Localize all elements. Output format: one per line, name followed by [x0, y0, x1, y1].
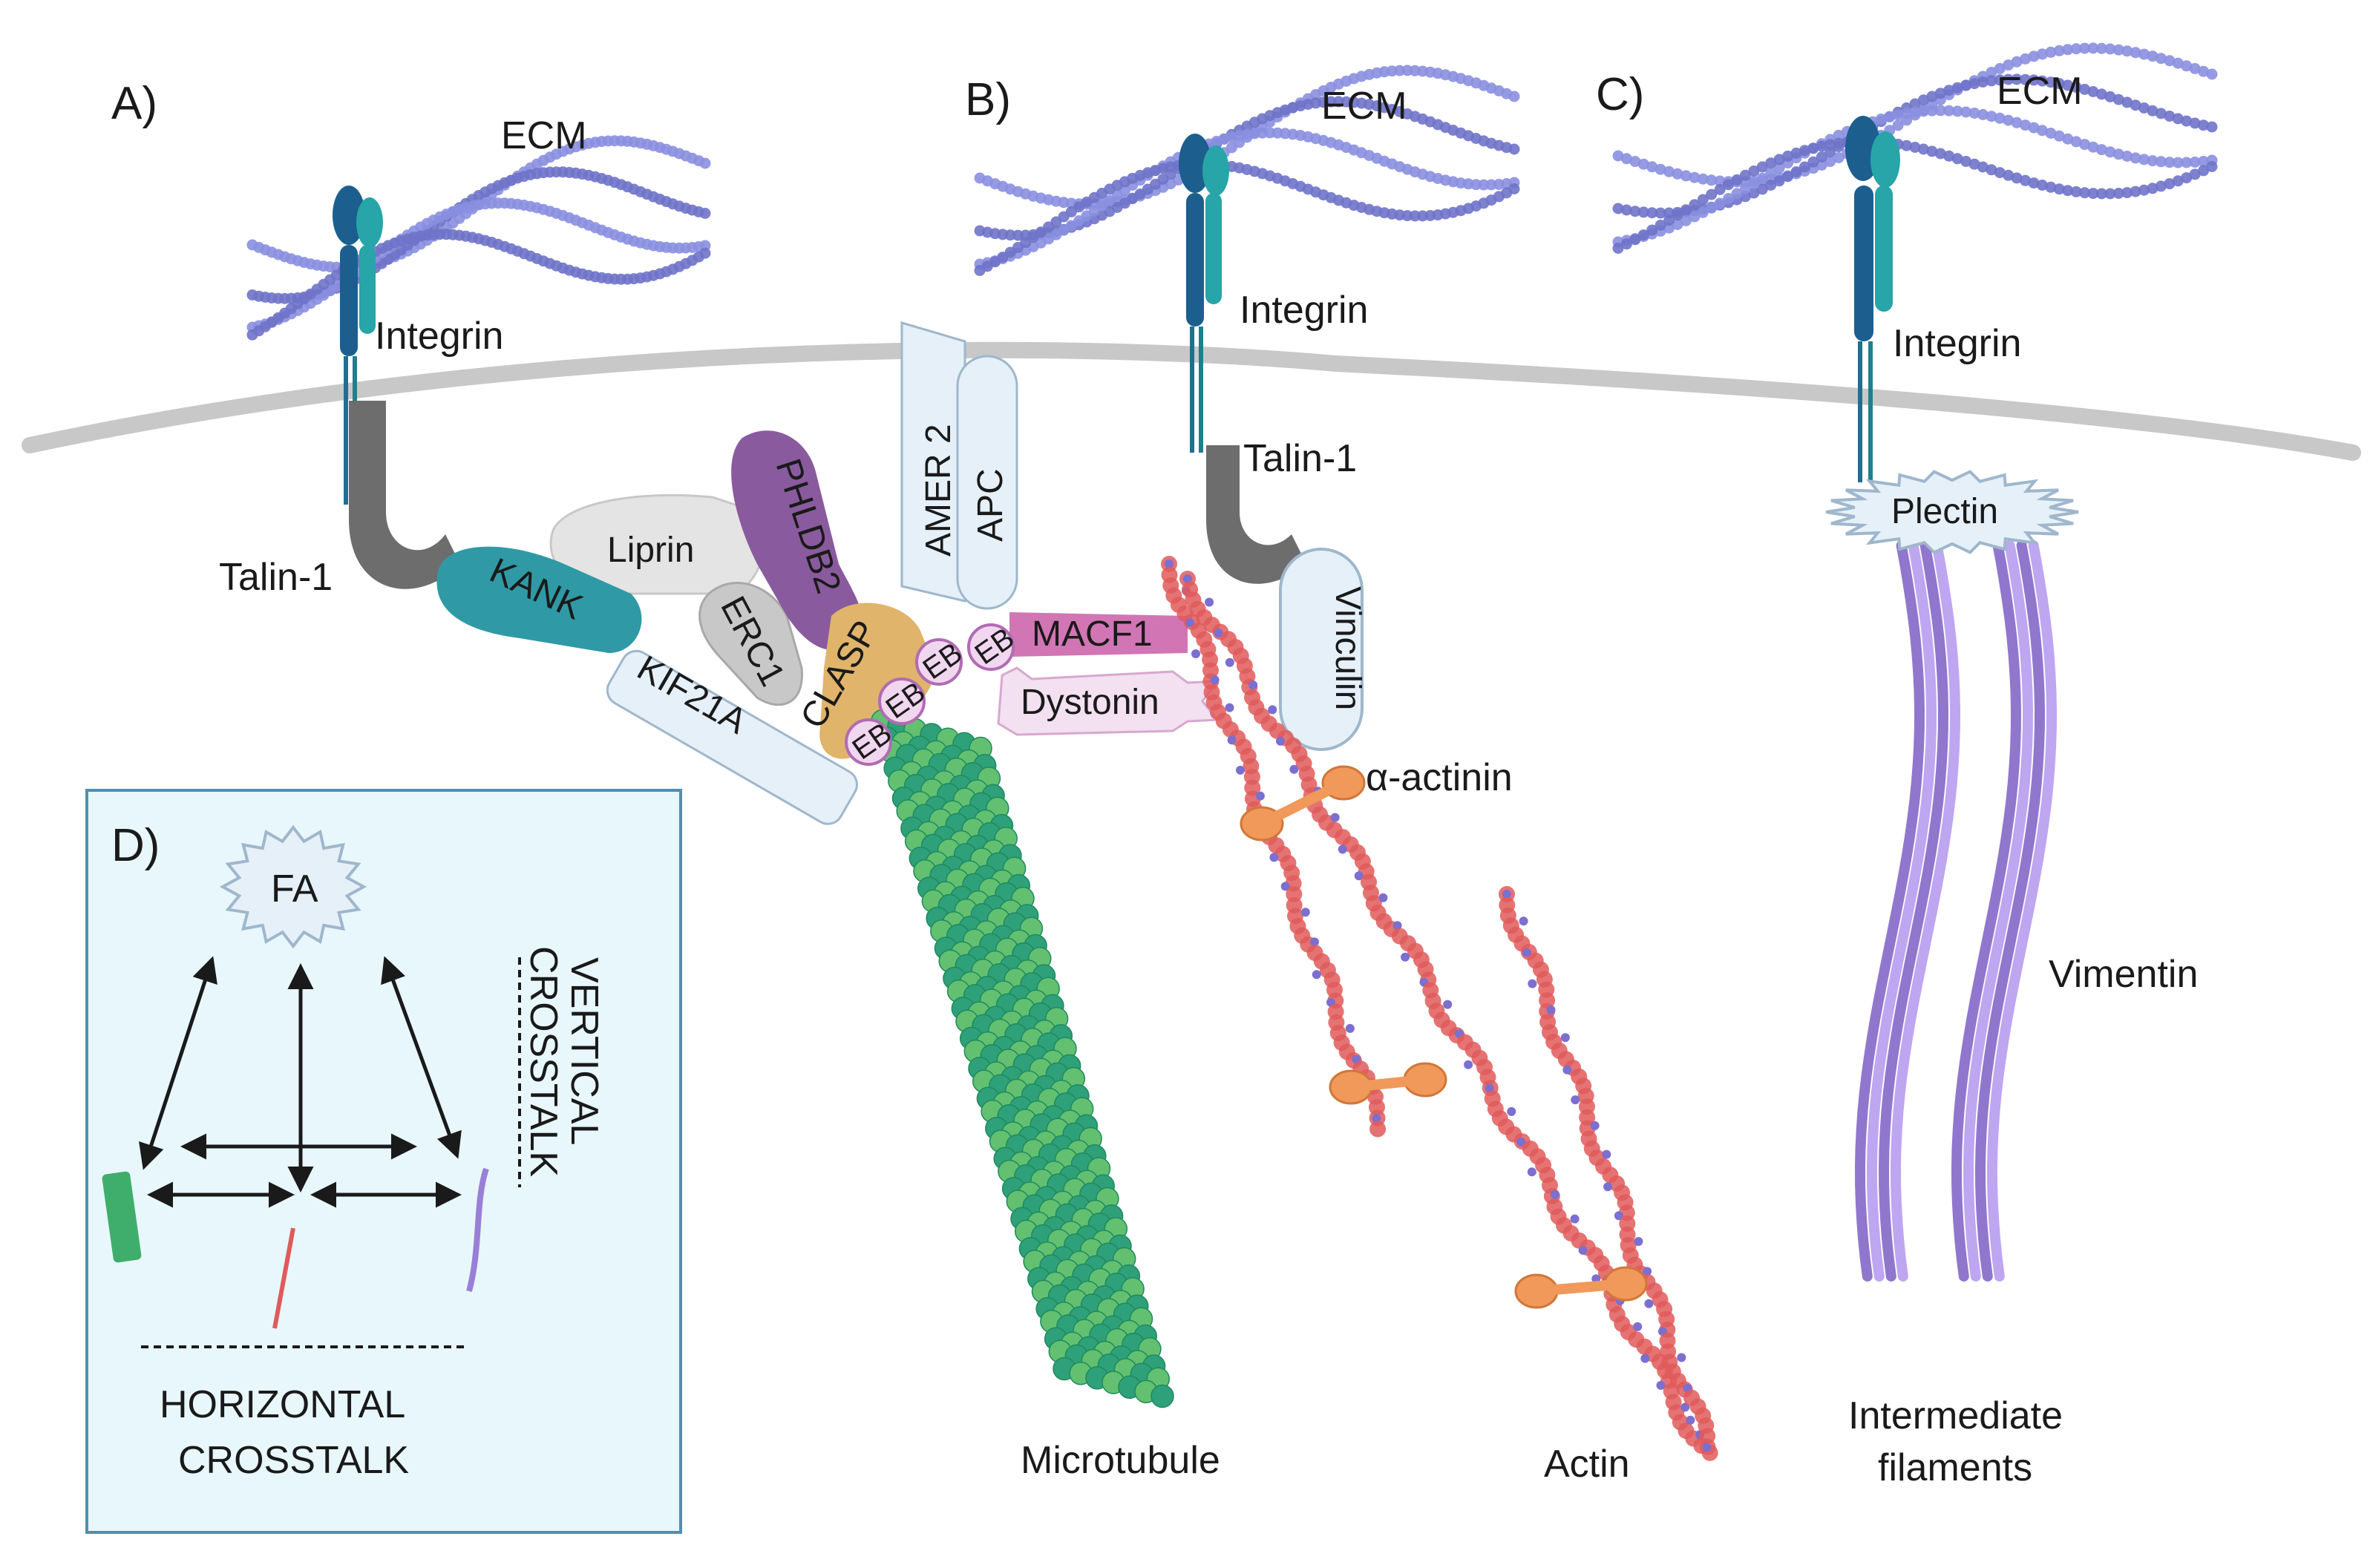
label-talin-a: Talin-1 [219, 556, 333, 599]
label-integrin-c: Integrin [1893, 322, 2021, 365]
inset-fa-label: FA [271, 867, 318, 911]
label-alpha-actinin: α-actinin [1366, 756, 1513, 799]
label-liprin: Liprin [607, 531, 694, 570]
label-intermediate: Intermediate [1848, 1394, 2063, 1437]
fa-star-icon [219, 824, 367, 949]
label-actin: Actin [1544, 1443, 1630, 1486]
alpha-actinin-1 [1240, 765, 1366, 842]
macf1-protein [1009, 612, 1188, 657]
label-amer2: AMER 2 [919, 424, 958, 557]
alpha-actinin-3 [1514, 1266, 1648, 1309]
vertical-crosstalk-line1: VERTICAL [563, 957, 606, 1145]
cell-membrane [22, 341, 2361, 461]
vertical-crosstalk-line2: CROSSTALK [522, 946, 565, 1177]
vimentin-bundle [1951, 540, 2058, 1282]
label-integrin-a: Integrin [375, 315, 503, 358]
eb-protein-3 [915, 638, 963, 686]
integrin-c [1845, 116, 1900, 482]
mini-actin-icon [272, 1227, 295, 1329]
kank-protein [436, 546, 642, 653]
ecm-strand [974, 96, 1520, 241]
crosstalk-arrows [139, 956, 462, 1208]
label-ecm-c: ECM [1997, 70, 2083, 113]
integrin-b [1179, 134, 1229, 453]
actin-filament [1179, 571, 1718, 1461]
mini-vimentin-icon [466, 1167, 489, 1293]
amer2-protein [900, 321, 966, 603]
panel-label-d: D) [111, 820, 160, 871]
eb-protein-4 [967, 623, 1015, 671]
panel-label-a: A) [111, 78, 157, 129]
actin-filaments [1161, 556, 1718, 1461]
label-macf1: MACF1 [1032, 614, 1153, 654]
label-ecm-b: ECM [1321, 85, 1407, 128]
apc-protein [956, 355, 1018, 610]
label-vinculin: Vinculin [1328, 586, 1367, 710]
label-dystonin: Dystonin [1021, 683, 1159, 722]
vimentin-bundle [1854, 540, 1961, 1282]
panel-label-b: B) [965, 74, 1011, 125]
horizontal-crosstalk-line1: HORIZONTAL [160, 1383, 405, 1426]
crosstalk-inset: D) FA VERTICAL CROSSTALK HORIZONTAL CROS… [85, 789, 682, 1534]
panel-label-c: C) [1596, 69, 1644, 120]
alpha-actinin-crosslinks [1240, 765, 1648, 1309]
label-ecm-a: ECM [501, 114, 587, 157]
talin-a [349, 401, 460, 589]
label-apc: APC [971, 468, 1010, 542]
label-microtubule: Microtubule [1021, 1439, 1220, 1482]
phldb2-protein [731, 430, 863, 651]
arrow-fa-vimentin [381, 956, 462, 1159]
ecm-fibres [246, 42, 2218, 341]
actin-filament [1499, 886, 1716, 1455]
dystonin-protein [997, 666, 1220, 736]
plectin-protein [1825, 470, 2079, 554]
label-talin-b: Talin-1 [1243, 437, 1357, 480]
arrow-fa-microtubule [139, 956, 217, 1170]
vimentin-filaments [1854, 540, 2058, 1282]
microtubule-filament [871, 709, 1174, 1408]
clasp-protein [819, 603, 935, 759]
eb-protein-2 [878, 678, 926, 725]
label-integrin-b: Integrin [1240, 289, 1368, 332]
eb-proteins [845, 623, 1015, 766]
label-plectin: Plectin [1891, 492, 1998, 531]
horizontal-crosstalk-line2: CROSSTALK [178, 1439, 409, 1482]
kif21a-protein [606, 649, 858, 825]
erc1-protein [698, 582, 803, 706]
talin-b [1206, 445, 1306, 584]
eb-protein-1 [845, 718, 892, 766]
mini-microtubule-icon [102, 1171, 142, 1263]
alpha-actinin-2 [1329, 1062, 1447, 1105]
label-vimentin: Vimentin [2049, 953, 2198, 996]
vinculin-protein [1279, 548, 1364, 751]
label-filaments: filaments [1878, 1446, 2032, 1489]
